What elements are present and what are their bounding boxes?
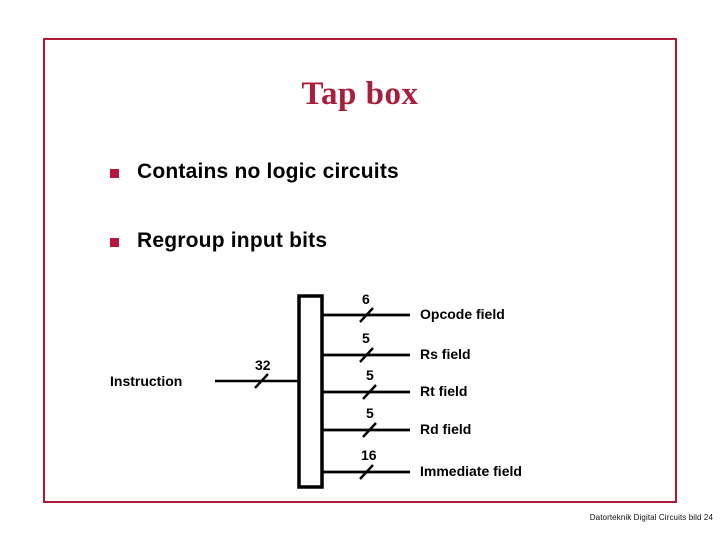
instruction-input-label: Instruction: [110, 373, 183, 389]
bus-width-label-opcode: 6: [362, 291, 370, 307]
bullet-item: Regroup input bits: [110, 229, 327, 253]
field-label-immediate: Immediate field: [420, 463, 522, 479]
field-label-rd: Rd field: [420, 421, 472, 437]
bus-width-label-rd: 5: [366, 405, 374, 421]
field-label-rs: Rs field: [420, 346, 471, 362]
slide-frame: [43, 38, 677, 503]
slide-footer: Datorteknik Digital Circuits bild 24: [589, 513, 713, 522]
square-bullet-icon: [110, 168, 119, 178]
bus-width-label-rs: 5: [362, 330, 370, 346]
field-label-opcode: Opcode field: [420, 306, 505, 322]
bullet-label: Regroup input bits: [137, 229, 328, 252]
bus-width-label-rt: 5: [366, 367, 374, 383]
bus-width-label-immediate: 16: [361, 447, 377, 463]
bullet-item: Contains no logic circuits: [110, 160, 399, 184]
bus-width-label-instruction: 32: [255, 357, 271, 373]
page-title: Tap box: [301, 76, 419, 112]
square-bullet-icon: [110, 237, 119, 247]
bullet-label: Contains no logic circuits: [137, 160, 399, 183]
field-label-rt: Rt field: [420, 383, 468, 399]
